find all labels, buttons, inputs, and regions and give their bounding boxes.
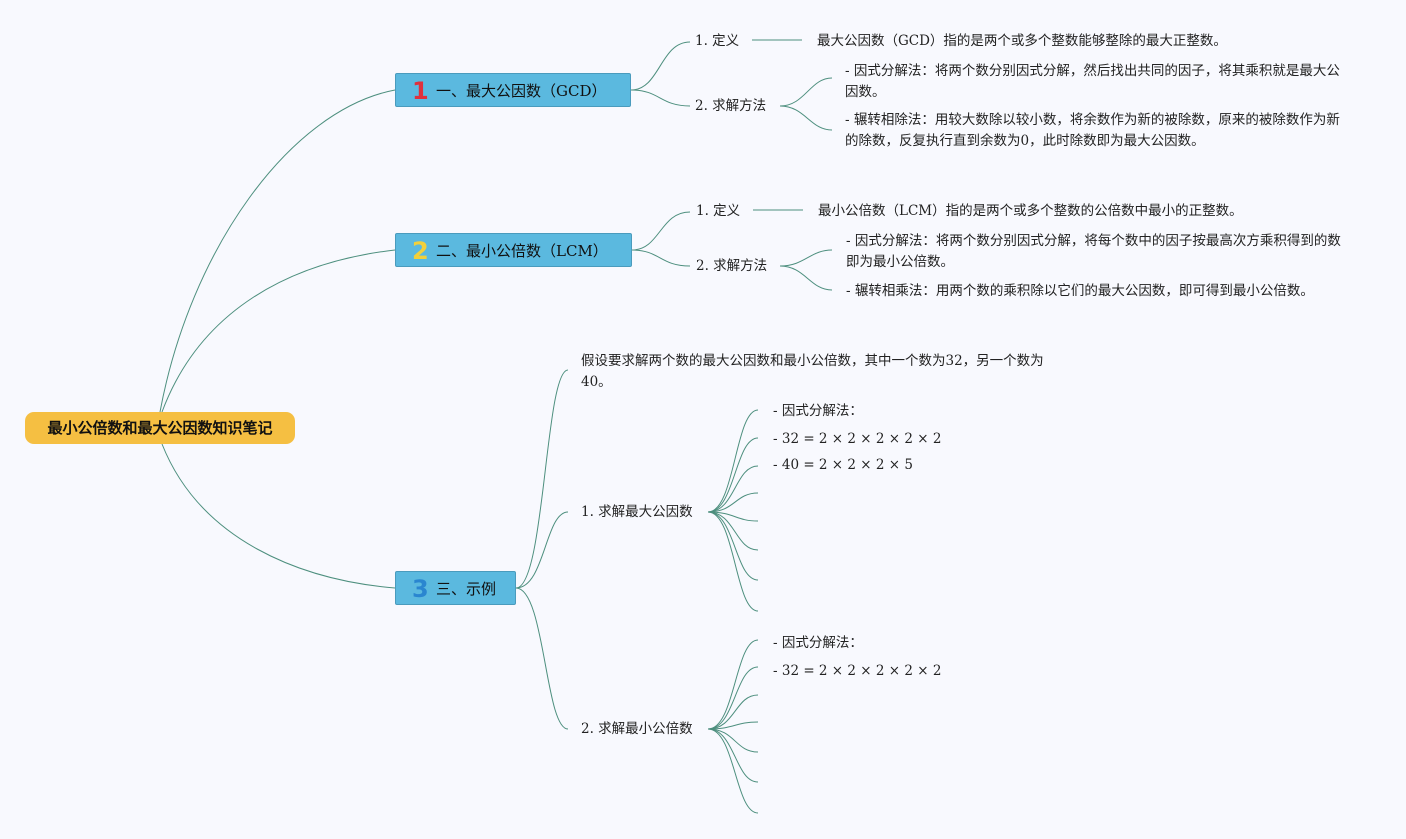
connector-gcd-method-1 <box>779 77 833 107</box>
connector-ex-gcd <box>515 511 569 589</box>
connector-gcd-def <box>630 41 691 91</box>
gcd-definition-text[interactable]: 最大公因数（GCD）指的是两个或多个整数能够整除的最大正整数。 <box>817 33 1227 49</box>
example-lcm-node[interactable]: 2. 求解最小公倍数 <box>581 721 693 737</box>
connector-gcd-method-2 <box>779 105 833 131</box>
example-gcd-item[interactable]: - 40 = 2 × 2 × 2 × 5 <box>773 457 913 473</box>
marker-3-icon: 3 <box>412 575 429 603</box>
branch-gcd[interactable]: 1 一、最大公因数（GCD） <box>395 73 631 107</box>
lcm-method-factorization[interactable]: - 因式分解法：将两个数分别因式分解，将每个数中的因子按最高次方乘积得到的数即为… <box>846 233 1341 270</box>
connector-root-gcd <box>159 89 396 413</box>
connector-ex-intro <box>515 369 569 589</box>
connector-lcm-method-2 <box>779 265 833 291</box>
connector-gcd-method <box>630 89 691 107</box>
lcm-method-product[interactable]: - 辗转相乘法：用两个数的乘积除以它们的最大公因数，即可得到最小公倍数。 <box>846 283 1314 299</box>
example-intro[interactable]: 假设要求解两个数的最大公因数和最小公倍数，其中一个数为32，另一个数为40。 <box>581 353 1044 390</box>
lcm-definition-text[interactable]: 最小公倍数（LCM）指的是两个或多个整数的公倍数中最小的正整数。 <box>818 203 1243 219</box>
connector-lcm-method <box>631 249 691 267</box>
connector-root-lcm <box>161 249 396 413</box>
example-lcm-item[interactable]: - 32 = 2 × 2 × 2 × 2 × 2 <box>773 663 942 679</box>
marker-2-icon: 2 <box>412 237 429 265</box>
connector-root-example <box>161 443 396 589</box>
root-topic[interactable]: 最小公倍数和最大公因数知识笔记 <box>25 412 295 444</box>
example-gcd-item[interactable]: - 32 = 2 × 2 × 2 × 2 × 2 <box>773 431 942 447</box>
branch-lcm[interactable]: 2 二、最小公倍数（LCM） <box>395 233 632 267</box>
branch-gcd-label: 一、最大公因数（GCD） <box>436 82 607 100</box>
branch-example[interactable]: 3 三、示例 <box>395 571 516 605</box>
example-gcd-item[interactable]: - 因式分解法： <box>773 403 863 419</box>
marker-1-icon: 1 <box>412 77 429 105</box>
example-gcd-node[interactable]: 1. 求解最大公因数 <box>581 504 693 520</box>
lcm-method-node[interactable]: 2. 求解方法 <box>696 258 768 274</box>
connector-ex-lcm <box>515 587 569 730</box>
gcd-definition-node[interactable]: 1. 定义 <box>695 33 740 49</box>
branch-example-label: 三、示例 <box>436 580 497 598</box>
lcm-definition-node[interactable]: 1. 定义 <box>696 203 741 219</box>
gcd-method-node[interactable]: 2. 求解方法 <box>695 98 767 114</box>
example-lcm-item[interactable]: - 因式分解法： <box>773 635 863 651</box>
connector-lcm-def <box>631 211 691 251</box>
gcd-method-factorization[interactable]: - 因式分解法：将两个数分别因式分解，然后找出共同的因子，将其乘积就是最大公因数… <box>845 63 1340 100</box>
connector-lcm-method-1 <box>779 249 833 267</box>
gcd-method-euclid[interactable]: - 辗转相除法：用较大数除以较小数，将余数作为新的被除数，原来的被除数作为新的除… <box>845 112 1340 149</box>
branch-lcm-label: 二、最小公倍数（LCM） <box>436 242 608 260</box>
